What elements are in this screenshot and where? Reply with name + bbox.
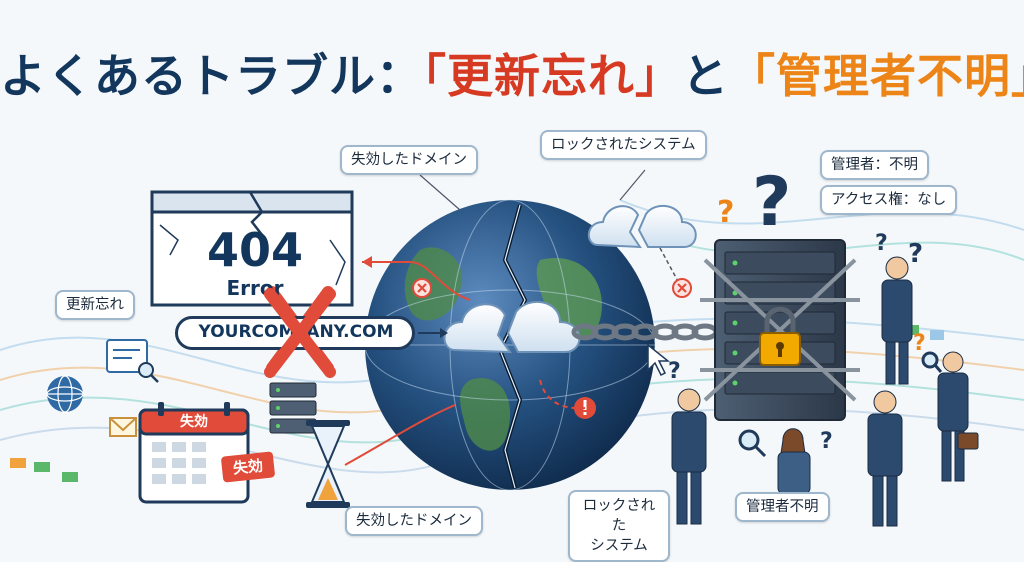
error-markers [412, 278, 692, 419]
svg-text:?: ? [717, 195, 734, 230]
error-code: 404 [206, 223, 304, 277]
server-chains [700, 258, 860, 402]
svg-text:?: ? [820, 429, 833, 454]
magnifier-icons [738, 351, 943, 458]
page-title: よくあるトラブル：「更新忘れ」と「管理者不明」 [0, 50, 1024, 102]
title-prefix: よくあるトラブル： [0, 49, 423, 103]
svg-text:?: ? [668, 359, 681, 384]
title-highlight-renewal: 「更新忘れ」 [423, 49, 682, 103]
connector-lines [344, 169, 646, 466]
mail-icon [109, 417, 137, 437]
chain [571, 323, 719, 341]
label-expired-domain-top: 失効したドメイン [340, 145, 478, 175]
label-admin-unknown: 管理者：不明 [820, 150, 929, 180]
browser-window [150, 190, 354, 307]
calendar-stamp: 失効 [220, 451, 276, 483]
mini-server-icon [269, 382, 317, 434]
padlock-icon [759, 306, 801, 366]
svg-text:?: ? [913, 331, 926, 356]
label-locked-system-top: ロックされたシステム [540, 130, 707, 160]
label-renewal-forgotten: 更新忘れ [55, 290, 135, 320]
calendar-header: 失効 [180, 414, 208, 430]
broken-cloud-top [587, 204, 697, 286]
label-access-none: アクセス権：なし [820, 185, 958, 215]
svg-text:?: ? [875, 231, 888, 256]
document-search-icon [106, 339, 159, 383]
url-arrow [418, 328, 448, 338]
label-expired-domain-bottom: 失効したドメイン [345, 506, 483, 536]
svg-text:?: ? [908, 239, 923, 269]
question-mark-icons: ? ? ? ? ? ? ? [668, 163, 926, 454]
label-locked-system-bottom: ロックされた システム [568, 490, 670, 562]
broken-cloud [443, 300, 581, 354]
svg-text:?: ? [752, 163, 791, 242]
cursor-icon [647, 343, 671, 377]
title-highlight-admin: 「管理者不明」 [729, 49, 1024, 103]
hourglass-icon [306, 420, 350, 508]
globe-icon [46, 375, 84, 413]
label-admin-unknown-bottom: 管理者不明 [735, 492, 830, 522]
title-connector: と [682, 49, 729, 103]
red-x-overlay [264, 288, 336, 378]
